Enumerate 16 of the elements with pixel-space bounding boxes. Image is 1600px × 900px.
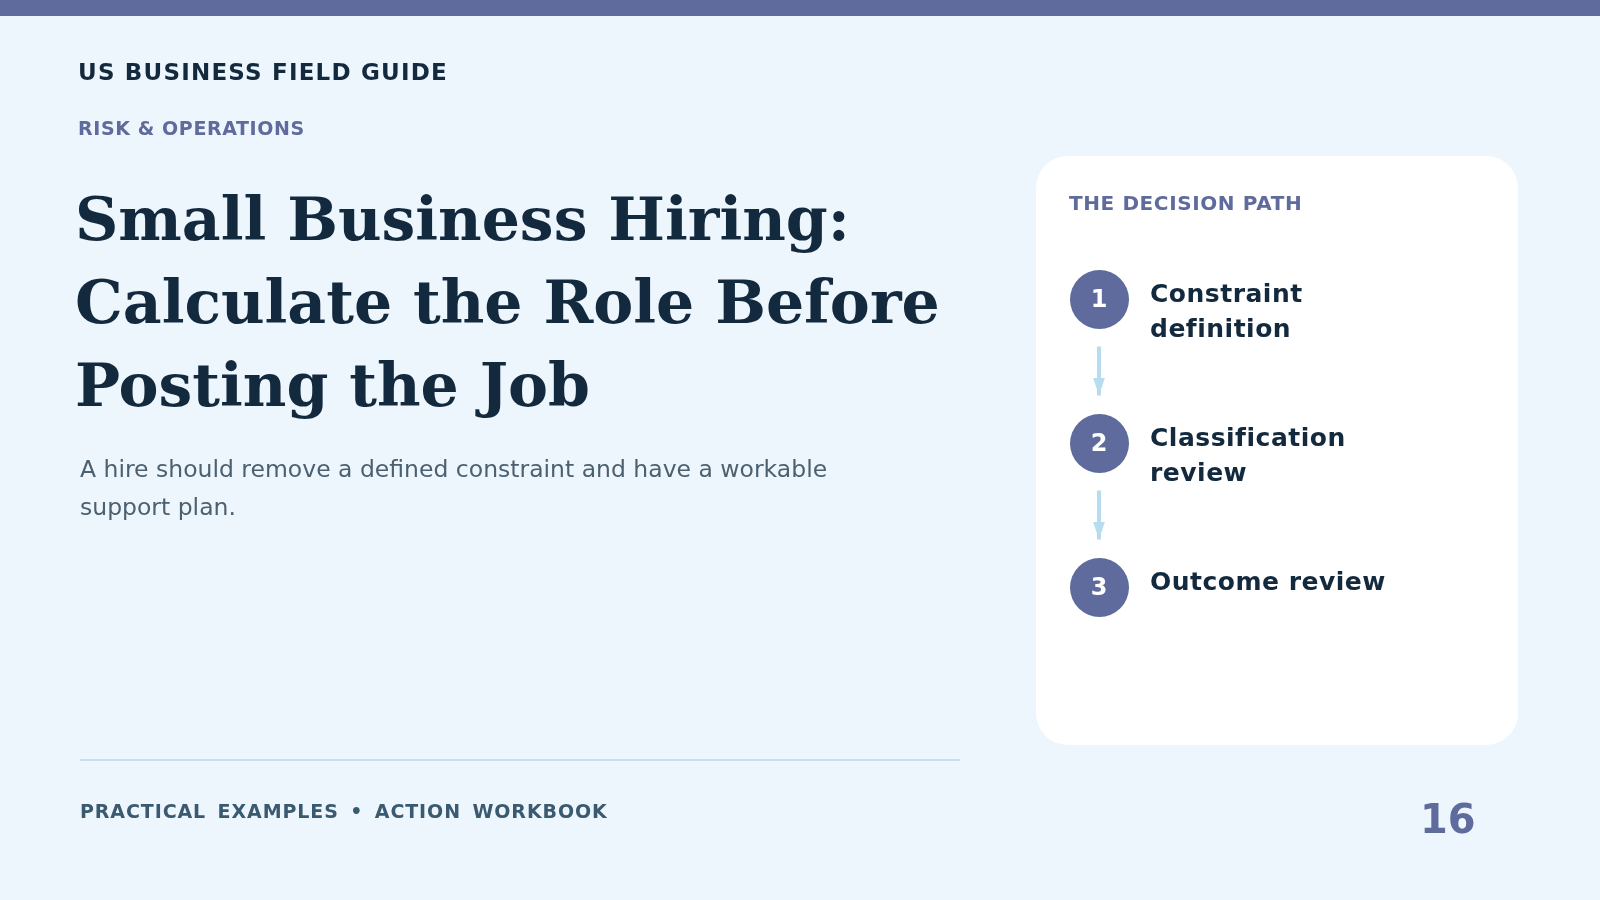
arrow bbox=[1093, 346, 1105, 396]
step-number-circle: 2 bbox=[1069, 413, 1129, 473]
panel-heading: THE DECISION PATH bbox=[1069, 191, 1303, 215]
subtitle: A hire should remove a defined constraint and have a workable support plan. bbox=[80, 454, 829, 523]
main-title: Small Business Hiring: Calculate the Role Before Posting the Job bbox=[75, 183, 941, 422]
step-label: Outcome review bbox=[1150, 566, 1387, 598]
footer-text: PRACTICAL EXAMPLES • ACTION WORKBOOK bbox=[80, 799, 608, 823]
step-label: Constraint definition bbox=[1150, 278, 1304, 345]
arrow bbox=[1093, 490, 1105, 540]
page-number: 16 bbox=[1420, 795, 1476, 843]
step-label: Classification review bbox=[1150, 422, 1347, 489]
step-number-circle: 1 bbox=[1069, 269, 1129, 329]
series-label: US BUSINESS FIELD GUIDE bbox=[78, 58, 448, 87]
panel-card bbox=[1036, 156, 1518, 745]
step-number-circle: 3 bbox=[1069, 557, 1129, 617]
section-label: RISK & OPERATIONS bbox=[78, 116, 305, 140]
